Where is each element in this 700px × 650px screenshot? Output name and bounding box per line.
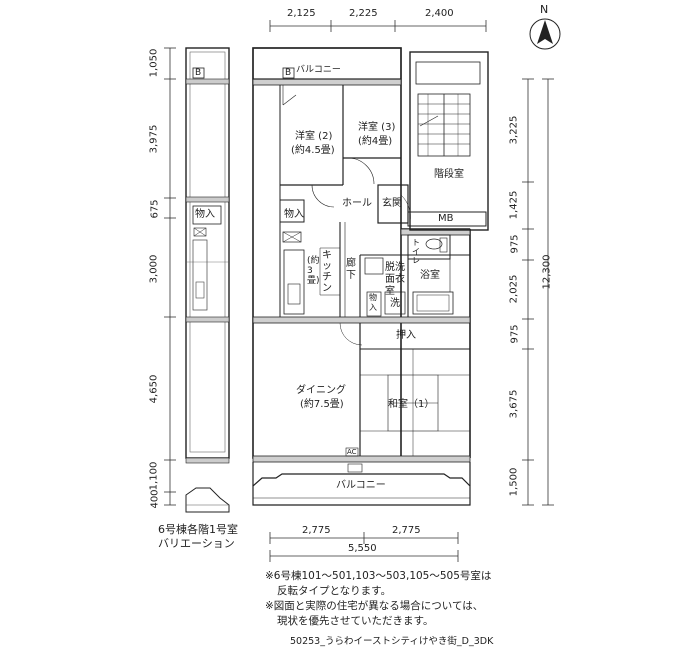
dimension-lines: [164, 20, 554, 562]
dim-right-7: 1,500: [508, 467, 520, 497]
note-line-3: ※図面と実際の住宅が異なる場合については、: [265, 600, 484, 612]
dim-left-4: 3,000: [148, 254, 160, 284]
dim-right-total: 12,300: [541, 254, 553, 290]
compass-icon: [529, 18, 561, 50]
note-line-4: 現状を優先させていただきます。: [277, 615, 434, 627]
dim-right-6: 3,675: [508, 389, 520, 419]
variation-subtitle: バリエーション: [158, 537, 235, 550]
room-toilet: トイレ: [412, 238, 420, 265]
room-western-3-name: 洋室 (3): [358, 122, 396, 133]
room-entrance: 玄関: [382, 198, 402, 209]
room-corridor: 廊下: [346, 258, 356, 281]
room-kitchen: キッチン: [322, 250, 332, 294]
room-dressing: 脱洗面衣室: [385, 262, 405, 297]
dim-right-3: 975: [509, 234, 521, 254]
dim-top-1: 2,125: [287, 8, 316, 19]
note-line-2: 反転タイプとなります。: [277, 585, 392, 597]
variation-title: 6号棟各階1号室: [158, 523, 238, 536]
ac-mark: AC: [347, 448, 357, 456]
dim-bottom-1: 2,775: [302, 525, 331, 536]
variation-b-mark: B: [195, 68, 202, 78]
room-closet-small: 物入: [369, 293, 377, 312]
dim-right-1: 3,225: [508, 115, 520, 145]
room-closet: 物入: [284, 209, 304, 220]
room-mb: MB: [438, 213, 454, 224]
room-dining-name: ダイニング: [296, 385, 346, 396]
balcony-bottom-label: バルコニー: [336, 480, 386, 491]
compass-north-label: N: [540, 3, 549, 16]
b-mark: B: [285, 68, 292, 78]
dim-right-5: 975: [509, 324, 521, 344]
balcony-top-label: バルコニー: [296, 65, 341, 75]
room-washer: 洗: [390, 298, 400, 309]
room-dining-size: (約7.5畳): [300, 399, 344, 410]
room-japanese-1: 和室（1）: [388, 399, 435, 410]
dim-right-4: 2,025: [508, 274, 520, 304]
dim-left-1: 1,050: [148, 48, 160, 78]
note-line-1: ※6号棟101～501,103～503,105～505号室は: [265, 570, 492, 582]
dim-left-2: 3,975: [148, 124, 160, 154]
dim-left-7: 400: [149, 489, 161, 509]
variation-plan: [185, 47, 230, 513]
dim-left-3: 675: [149, 199, 161, 219]
dim-left-5: 4,650: [148, 374, 160, 404]
room-bathroom: 浴室: [420, 270, 440, 281]
room-hall: ホール: [342, 198, 372, 209]
dim-left-6: 1,100: [148, 461, 160, 491]
footer-code: 50253_うらわイーストシティけやき街_D_3DK: [290, 636, 494, 647]
room-stairwell: 階段室: [434, 169, 464, 180]
dim-right-2: 1,425: [508, 190, 520, 220]
room-western-3-size: (約4畳): [358, 136, 393, 147]
main-plan: [252, 47, 489, 506]
room-kitchen-size: (約3畳): [307, 256, 320, 286]
dim-bottom-2: 2,775: [392, 525, 421, 536]
dim-bottom-total: 5,550: [348, 543, 377, 554]
room-western-2-name: 洋室 (2): [295, 131, 333, 142]
variation-closet: 物入: [195, 209, 215, 220]
dim-top-2: 2,225: [349, 8, 378, 19]
dim-top-3: 2,400: [425, 8, 454, 19]
room-western-2-size: (約4.5畳): [291, 145, 335, 156]
room-oshiire: 押入: [396, 330, 416, 341]
